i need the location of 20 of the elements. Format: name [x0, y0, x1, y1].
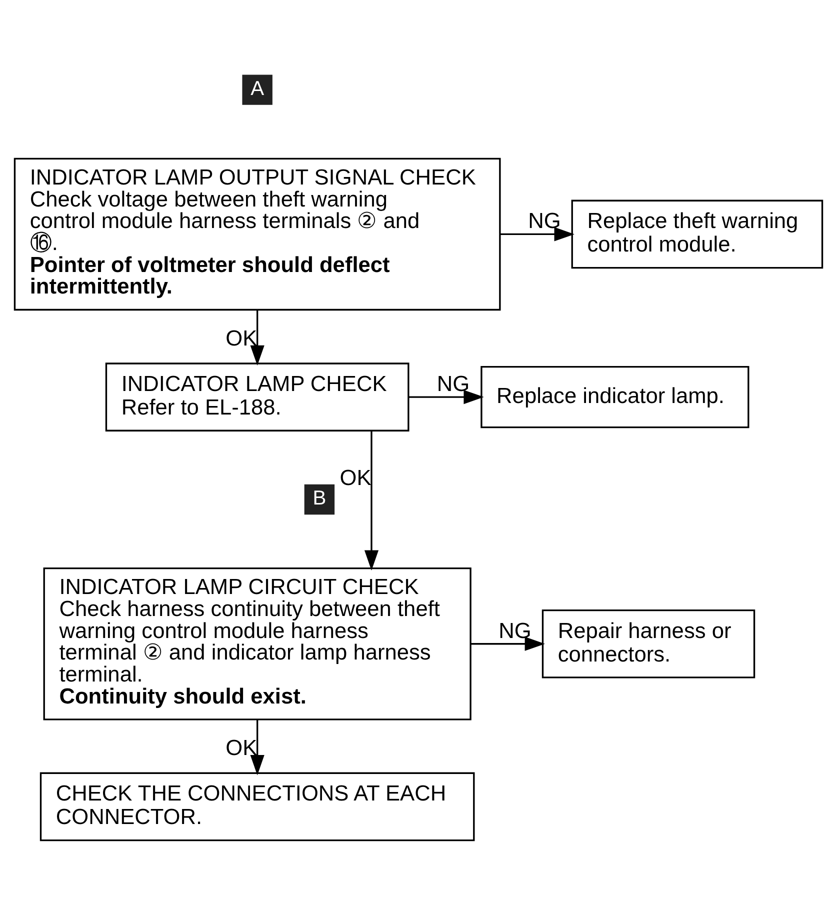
node-box: Repair harness or connectors.: [542, 609, 756, 678]
node-box: Replace indicator lamp.: [480, 366, 750, 428]
label: A: [250, 78, 264, 100]
edge-label: OK: [226, 735, 258, 760]
node-box: INDICATOR LAMP CIRCUIT CHECK Check harness continuity between theft warning control module harness terminal ② and indicator lamp harness terminal. Continuity should exist.: [43, 567, 472, 720]
edge-label: OK: [226, 326, 258, 351]
edge-label: NG: [436, 371, 470, 396]
label: B: [312, 488, 326, 510]
node-box: INDICATOR LAMP CHECK Refer to EL-188.: [105, 362, 410, 432]
arrow: [470, 636, 545, 651]
edge-label: NG: [498, 618, 532, 643]
node-box: Replace theft warning control module.: [571, 200, 824, 269]
arrow: [364, 430, 379, 570]
arrow: [250, 310, 264, 366]
arrow: [250, 720, 264, 776]
arrow: [408, 390, 484, 404]
node-box: INDICATOR LAMP OUTPUT SIGNAL CHECK Check voltage between theft warning control module harness terminals ② and ⑯. Pointer of voltmeter should deflect intermittently.: [14, 158, 501, 311]
edge-label: NG: [528, 208, 561, 234]
node-box: CHECK THE CONNECTIONS AT EACH CONNECTOR.: [40, 772, 475, 842]
arrow: [500, 227, 574, 242]
